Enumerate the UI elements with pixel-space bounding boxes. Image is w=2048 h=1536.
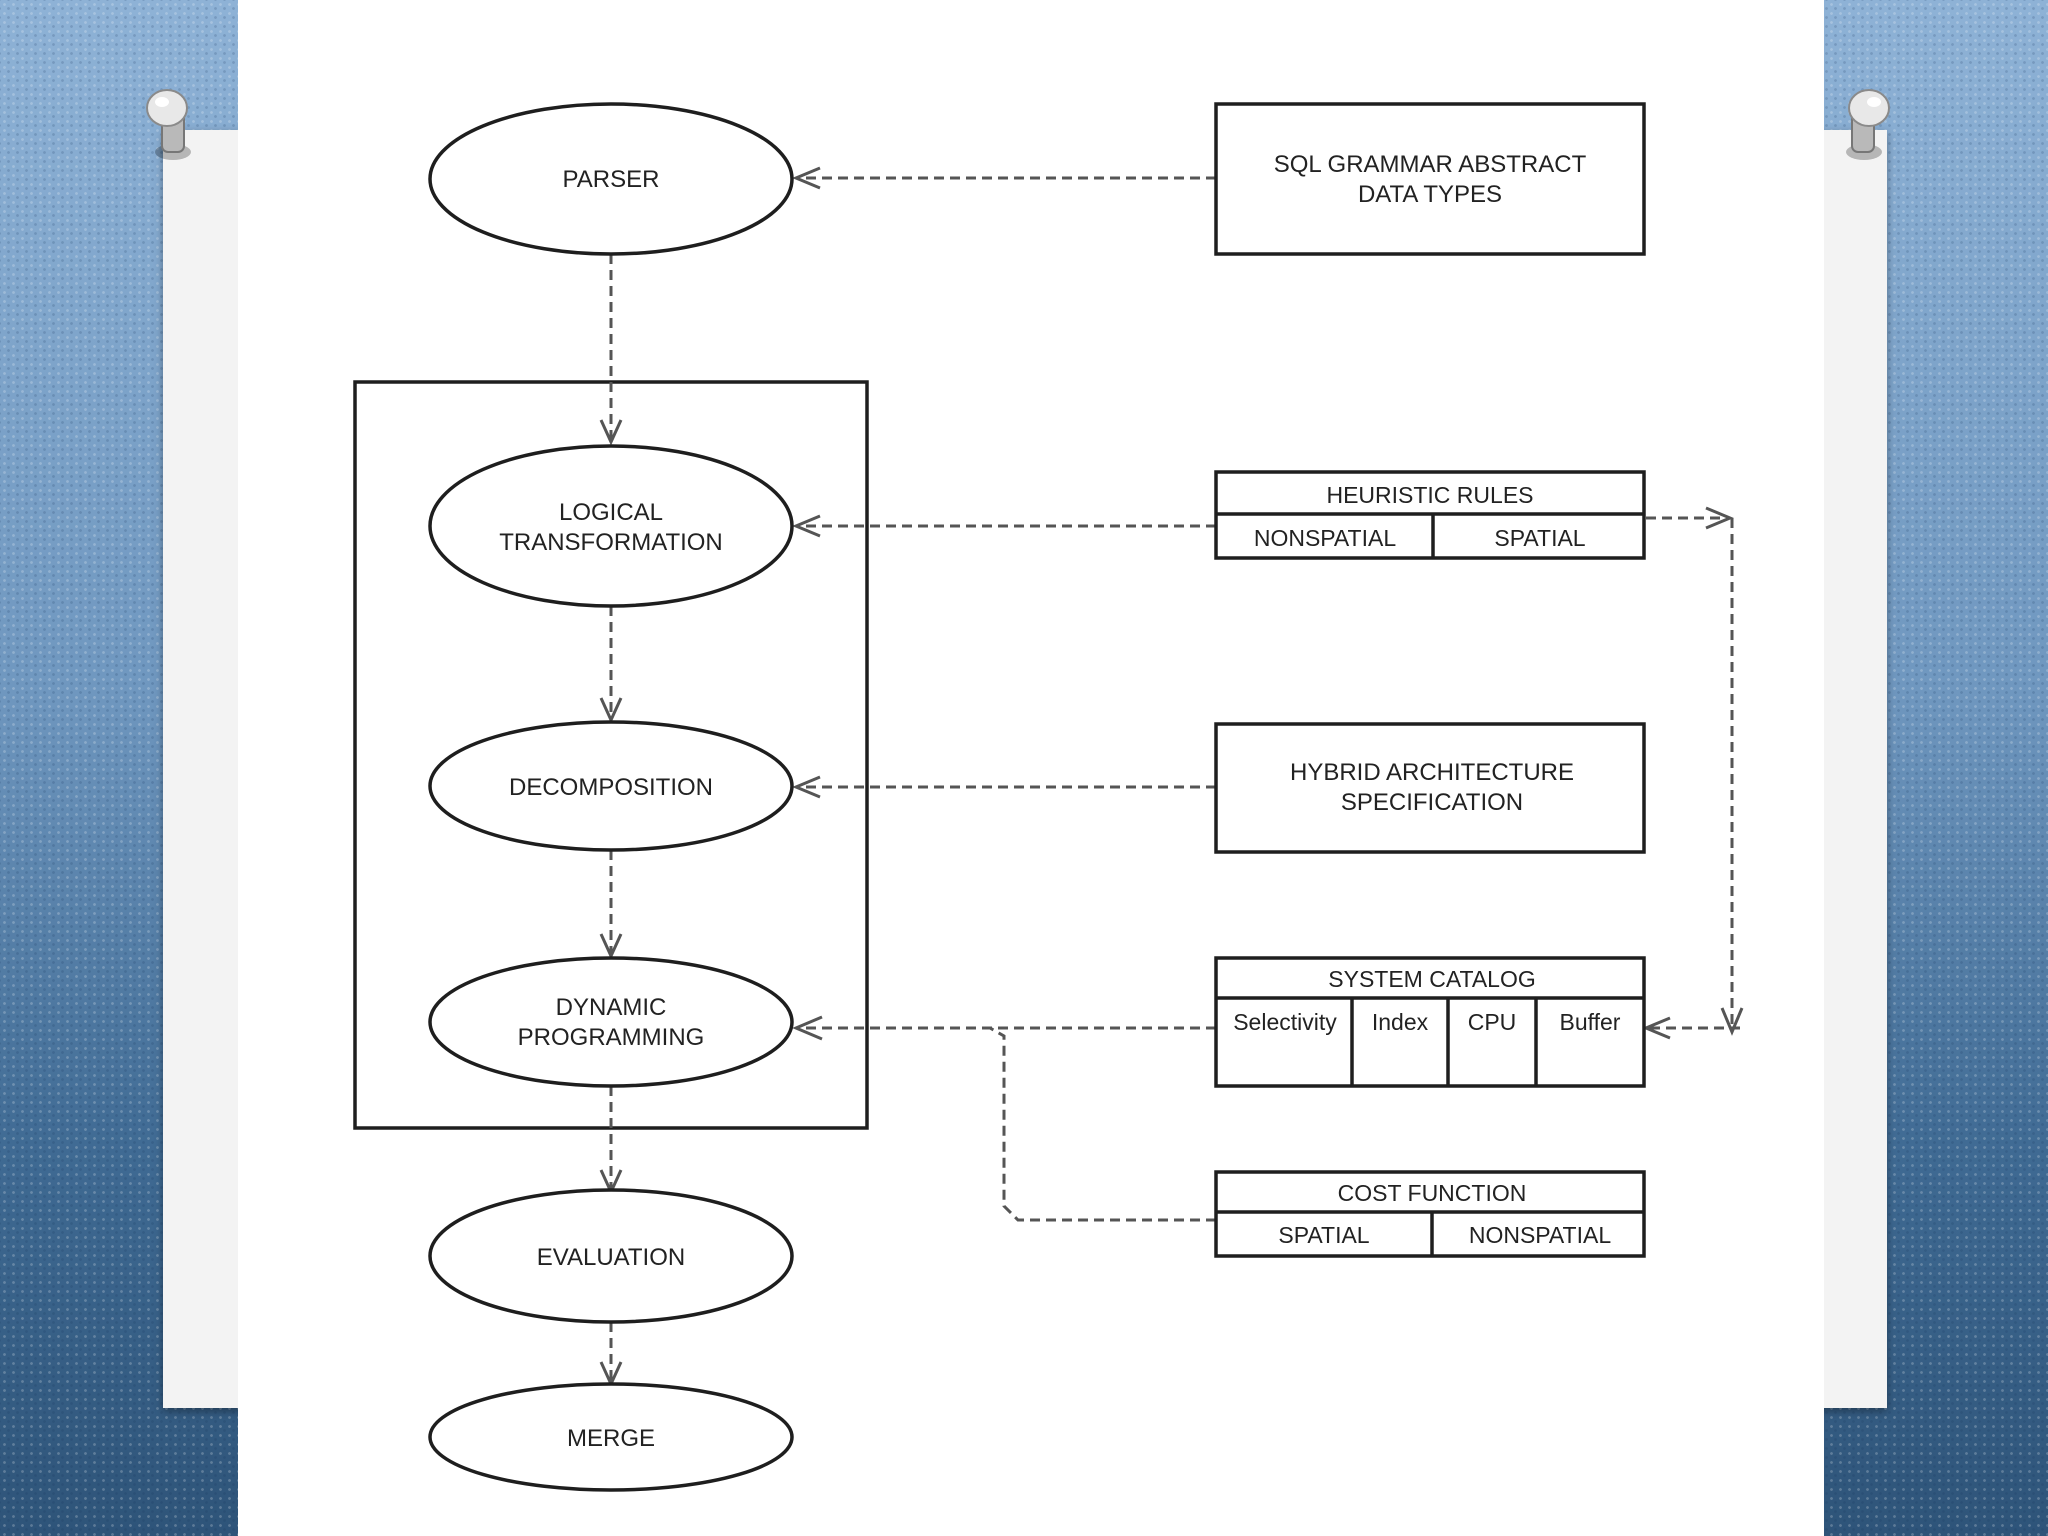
node-logical-transformation: LOGICAL TRANSFORMATION (428, 444, 794, 608)
node-decomposition-label: DECOMPOSITION (509, 774, 713, 801)
horizontal-connectors (792, 166, 1744, 1222)
box-heuristic-rules-cell-spatial: SPATIAL (1494, 525, 1585, 551)
box-hybrid-architecture-line2: SPECIFICATION (1341, 789, 1523, 816)
node-parser: PARSER (428, 102, 794, 256)
box-system-catalog-title: SYSTEM CATALOG (1328, 966, 1535, 992)
node-logical-transformation-line2: TRANSFORMATION (499, 529, 723, 556)
box-heuristic-rules: HEURISTIC RULES NONSPATIAL SPATIAL (1214, 470, 1646, 560)
paper-sheet-left (163, 130, 243, 1408)
node-dynamic-programming-line1: DYNAMIC (556, 994, 667, 1021)
box-system-catalog-cell-index: Index (1372, 1009, 1429, 1035)
box-cost-function-cell-spatial: SPATIAL (1278, 1222, 1369, 1248)
box-cost-function-cell-nonspatial: NONSPATIAL (1469, 1222, 1611, 1248)
box-system-catalog-cell-selectivity: Selectivity (1233, 1009, 1337, 1035)
box-heuristic-rules-cell-nonspatial: NONSPATIAL (1254, 525, 1396, 551)
box-sql-grammar-line1: SQL GRAMMAR ABSTRACT (1274, 151, 1587, 178)
node-dynamic-programming-line2: PROGRAMMING (518, 1024, 705, 1051)
box-system-catalog-cell-buffer: Buffer (1560, 1009, 1621, 1035)
box-hybrid-architecture-line1: HYBRID ARCHITECTURE (1290, 759, 1574, 786)
box-system-catalog: SYSTEM CATALOG Selectivity Index CPU Buf… (1214, 956, 1646, 1088)
box-heuristic-rules-title: HEURISTIC RULES (1326, 482, 1533, 508)
box-cost-function: COST FUNCTION SPATIAL NONSPATIAL (1214, 1170, 1646, 1258)
pushpin-left-icon (146, 89, 191, 160)
node-parser-label: PARSER (563, 166, 660, 193)
box-system-catalog-cell-cpu: CPU (1468, 1009, 1517, 1035)
box-hybrid-architecture: HYBRID ARCHITECTURE SPECIFICATION (1214, 722, 1646, 854)
node-decomposition: DECOMPOSITION (428, 720, 794, 852)
box-cost-function-title: COST FUNCTION (1338, 1180, 1527, 1206)
node-logical-transformation-line1: LOGICAL (559, 499, 663, 526)
pushpin-right-icon (1846, 89, 1890, 160)
box-sql-grammar-line2: DATA TYPES (1358, 181, 1502, 208)
node-evaluation-label: EVALUATION (537, 1244, 685, 1271)
node-merge-label: MERGE (567, 1425, 655, 1452)
node-merge: MERGE (428, 1382, 794, 1492)
node-dynamic-programming: DYNAMIC PROGRAMMING (428, 956, 794, 1088)
vertical-connectors (599, 254, 623, 1388)
node-evaluation: EVALUATION (428, 1188, 794, 1324)
box-sql-grammar: SQL GRAMMAR ABSTRACT DATA TYPES (1214, 102, 1646, 256)
